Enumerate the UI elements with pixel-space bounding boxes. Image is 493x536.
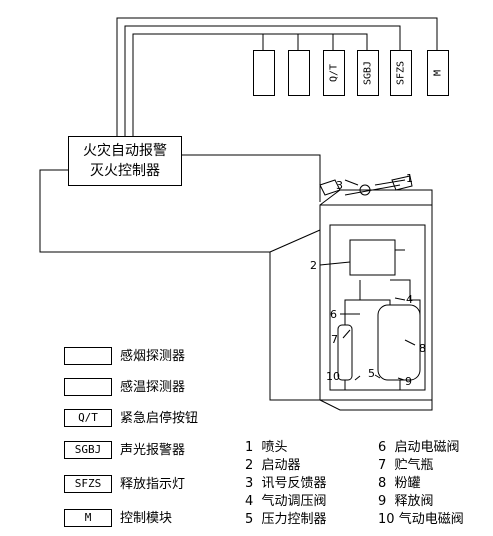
part-4: 4 气动调压阀 [245, 494, 327, 509]
fire-alarm-controller: 火灾自动报警 灭火控制器 [68, 136, 182, 186]
part-5: 5 压力控制器 [245, 512, 327, 527]
callout-5: 5 [368, 367, 375, 380]
part-3: 3 讯号反馈器 [245, 476, 327, 491]
legend-sgbj-symbol: SGBJ [64, 441, 112, 459]
sgbj-label: SGBJ [362, 60, 374, 86]
legend-heat-symbol [64, 378, 112, 396]
top-module-sgbj: SGBJ [357, 50, 379, 96]
legend-sgbj-label: 声光报警器 [120, 443, 186, 458]
top-module-heat [288, 50, 310, 96]
callout-10: 10 [326, 370, 340, 383]
part-6: 6 启动电磁阀 [378, 440, 460, 455]
legend-m-label: 控制模块 [120, 511, 173, 526]
top-module-smoke [253, 50, 275, 96]
callout-2: 2 [310, 259, 317, 272]
callout-8: 8 [419, 342, 426, 355]
part-8: 8 粉罐 [378, 476, 421, 491]
callout-6: 6 [330, 308, 337, 321]
legend-smoke-label: 感烟探测器 [120, 349, 186, 364]
callout-9: 9 [405, 375, 412, 388]
top-module-qt: Q/T [323, 50, 345, 96]
callout-4: 4 [406, 293, 413, 306]
qt-label: Q/T [328, 63, 340, 83]
part-2: 2 启动器 [245, 458, 301, 473]
part-7: 7 贮气瓶 [378, 458, 434, 473]
callout-1: 1 [406, 172, 413, 185]
legend-qt-symbol: Q/T [64, 409, 112, 427]
legend-sfzs-label: 释放指示灯 [120, 477, 186, 492]
m-label: M [432, 69, 444, 77]
legend-smoke-symbol [64, 347, 112, 365]
top-module-sfzs: SFZS [390, 50, 412, 96]
sfzs-label: SFZS [395, 60, 407, 86]
part-9: 9 释放阀 [378, 494, 434, 509]
controller-line1: 火灾自动报警 [83, 143, 167, 159]
callout-3: 3 [336, 179, 343, 192]
top-module-m: M [427, 50, 449, 96]
controller-line2: 灭火控制器 [90, 163, 160, 179]
legend-qt-label: 紧急启停按钮 [120, 411, 199, 426]
part-1: 1 喷头 [245, 440, 288, 455]
legend-heat-label: 感温探测器 [120, 380, 186, 395]
legend-sfzs-symbol: SFZS [64, 475, 112, 493]
part-10: 10 气动电磁阀 [378, 512, 464, 527]
legend-m-symbol: M [64, 509, 112, 527]
callout-7: 7 [331, 333, 338, 346]
